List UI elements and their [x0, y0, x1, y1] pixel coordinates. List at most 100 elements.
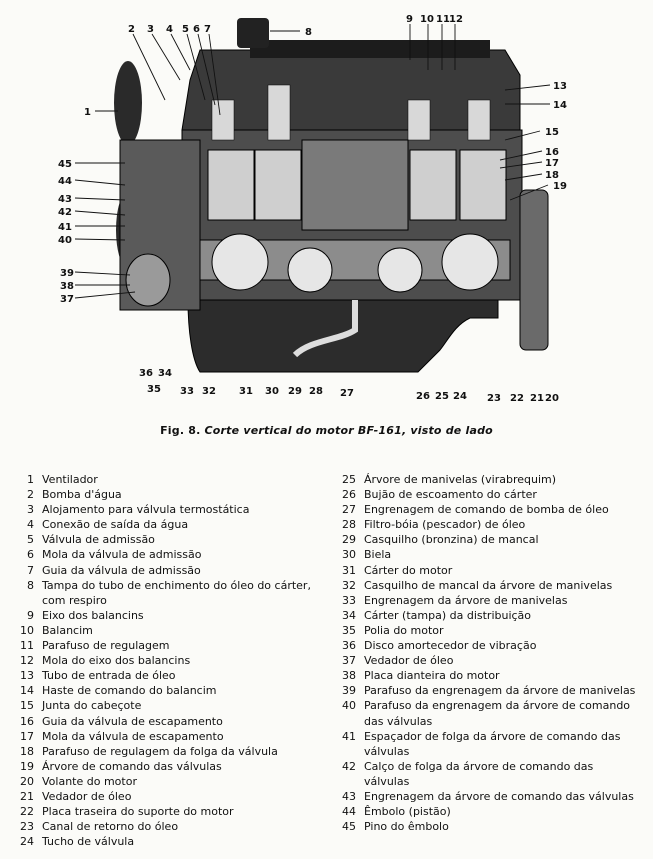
legend-item: 3 Alojamento para válvula termostática [14, 502, 312, 517]
legend-item-label: Casquilho de mancal da árvore de manivel… [364, 578, 613, 592]
legend-item-number: 4 [27, 518, 34, 532]
legend-item-label: Vedador de óleo [42, 789, 132, 803]
legend-item-label: Pino do êmbolo [364, 820, 449, 834]
callout-10: 10 [420, 14, 434, 25]
legend-item-label: Engrenagem da árvore de manivelas [364, 593, 568, 607]
callout-12: 12 [449, 14, 463, 25]
legend-item-number: 8 [27, 578, 34, 592]
legend-item-label: Válvula de admissão [42, 533, 155, 547]
callout-28: 28 [309, 386, 323, 397]
engine-illustration [114, 18, 549, 373]
legend-item-label: Engrenagem de comando de bomba de óleo [364, 503, 609, 517]
callout-8: 8 [305, 27, 312, 38]
legend-item-number: 24 [20, 835, 34, 849]
callout-5: 5 [182, 24, 189, 35]
legend-item-label: Filtro-bóia (pescador) de óleo [364, 518, 526, 532]
legend-item-number: 3 [27, 503, 34, 517]
engine-cutaway-diagram: 1 2 3 4 5 6 7 8 9 10 11 12 13 14 15 16 1… [58, 14, 567, 404]
callout-6: 6 [193, 24, 200, 35]
legend-item-number: 6 [27, 548, 34, 562]
callout-labels: 1 2 3 4 5 6 7 8 9 10 11 12 13 14 15 16 1… [58, 14, 567, 404]
oil-filler-cap [237, 18, 269, 48]
callout-30: 30 [265, 386, 279, 397]
legend-item-label: Polia do motor [364, 623, 444, 637]
callout-1: 1 [84, 107, 91, 118]
legend-item-number: 32 [342, 578, 356, 592]
legend-item-number: 10 [20, 623, 34, 637]
callout-17: 17 [545, 158, 559, 169]
callout-4: 4 [166, 24, 173, 35]
legend-item-number: 37 [342, 654, 356, 668]
legend-item-number: 43 [342, 789, 356, 803]
legend-item-number: 22 [20, 805, 34, 819]
callout-16: 16 [545, 147, 559, 158]
legend-item-number: 38 [342, 669, 356, 683]
legend-item: 14 Haste de comando do balancim [14, 683, 312, 698]
oil-pickup [292, 300, 358, 358]
callout-14: 14 [553, 100, 567, 111]
legend-item-number: 31 [342, 563, 356, 577]
legend-item-label: Parafuso de regulagem [42, 639, 170, 653]
callout-45: 45 [58, 159, 72, 170]
legend-item-label: Cárter do motor [364, 563, 453, 577]
rocker-cover [250, 40, 490, 58]
callout-24: 24 [453, 391, 467, 402]
legend-item-label: Eixo dos balancins [42, 608, 144, 622]
legend-item-number: 11 [20, 639, 34, 653]
legend-item-label: Cárter (tampa) da distribuição [364, 608, 532, 622]
cylinder-bore [301, 139, 409, 231]
cylinder-head [181, 49, 521, 131]
legend-item-number: 12 [20, 654, 34, 668]
legend-item-number: 42 [342, 759, 356, 773]
callout-7: 7 [204, 24, 211, 35]
legend-item-number: 20 [20, 774, 34, 788]
legend-item-label: Êmbolo (pistão) [364, 805, 451, 819]
legend-item-label: Alojamento para válvula termostática [42, 503, 250, 517]
callout-37: 37 [60, 294, 74, 305]
leader-lines [74, 24, 551, 299]
callout-25: 25 [435, 391, 449, 402]
legend-item-label: Calço de folga da árvore de comando das … [364, 759, 594, 788]
legend-item-number: 17 [20, 729, 34, 743]
legend-item: 31 Cárter do motor [336, 563, 636, 578]
legend-item-label: Tucho de válvula [42, 835, 135, 849]
legend-item-label: Balancim [42, 623, 93, 637]
legend-item-label: Tubo de entrada de óleo [42, 669, 176, 683]
legend-item-number: 14 [20, 684, 34, 698]
callout-2: 2 [128, 24, 135, 35]
callout-36: 36 [139, 368, 153, 379]
flywheel [519, 189, 549, 351]
callout-32: 32 [202, 386, 216, 397]
callout-3: 3 [147, 24, 154, 35]
legend-item: 42 Calço de folga da árvore de comando da… [336, 759, 636, 789]
legend-item-label: Haste de comando do balancim [42, 684, 217, 698]
callout-22: 22 [510, 393, 524, 404]
pulley [125, 253, 171, 307]
legend-item: 24 Tucho de válvula [14, 834, 312, 849]
figure-caption-text: Corte vertical do motor BF-161, visto de… [204, 424, 493, 437]
legend-item-label: Árvore de comando das válvulas [42, 759, 222, 773]
legend-item-number: 35 [342, 623, 356, 637]
legend-item-number: 1 [27, 473, 34, 486]
callout-39: 39 [60, 268, 74, 279]
callout-9: 9 [406, 14, 413, 25]
